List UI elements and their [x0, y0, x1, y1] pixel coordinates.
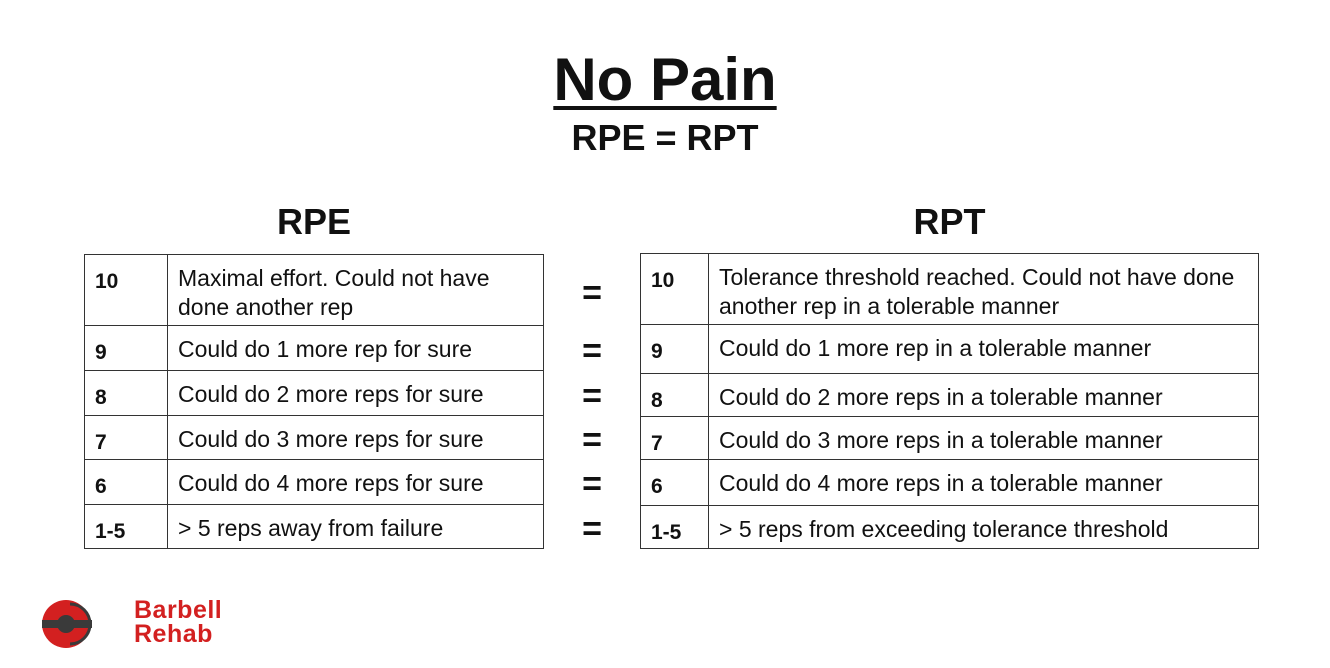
rpt-description: Could do 3 more reps in a tolerable mann…	[708, 416, 1259, 460]
table-row: 6 Could do 4 more reps in a tolerable ma…	[640, 459, 1259, 506]
rpt-level: 6	[640, 459, 709, 506]
rpt-level: 9	[640, 324, 709, 374]
rpt-description: Tolerance threshold reached. Could not h…	[708, 253, 1259, 325]
rpe-level: 10	[84, 254, 168, 326]
equals-sign: =	[582, 377, 602, 415]
rpe-description: > 5 reps away from failure	[167, 504, 544, 549]
rpe-description: Maximal effort. Could not have done anot…	[167, 254, 544, 326]
rpe-description: Could do 3 more reps for sure	[167, 415, 544, 460]
table-row: 1-5 > 5 reps away from failure	[84, 504, 544, 549]
table-row: 8 Could do 2 more reps for sure	[84, 370, 544, 416]
table-row: 10 Tolerance threshold reached. Could no…	[640, 253, 1259, 325]
table-row: 9 Could do 1 more rep in a tolerable man…	[640, 324, 1259, 374]
rpt-description: > 5 reps from exceeding tolerance thresh…	[708, 505, 1259, 549]
rpt-description: Could do 2 more reps in a tolerable mann…	[708, 373, 1259, 417]
rpe-table: 10 Maximal effort. Could not have done a…	[84, 254, 544, 549]
equals-sign: =	[582, 274, 602, 312]
rpt-level: 8	[640, 373, 709, 417]
equals-sign: =	[582, 510, 602, 548]
rpe-description: Could do 4 more reps for sure	[167, 459, 544, 505]
rpt-description: Could do 1 more rep in a tolerable manne…	[708, 324, 1259, 374]
rpe-level: 9	[84, 325, 168, 371]
barbell-plate-icon	[42, 600, 92, 648]
barbell-rehab-logo: Barbell Rehab	[40, 598, 230, 650]
rpe-level: 6	[84, 459, 168, 505]
logo-line-2: Rehab	[134, 620, 213, 648]
equals-sign: =	[582, 421, 602, 459]
rpt-heading: RPT	[913, 201, 986, 242]
page-subtitle: RPE = RPT	[571, 117, 759, 158]
rpe-level: 8	[84, 370, 168, 416]
rpe-level: 1-5	[84, 504, 168, 549]
table-row: 7 Could do 3 more reps for sure	[84, 415, 544, 460]
rpe-level: 7	[84, 415, 168, 460]
rpt-level: 7	[640, 416, 709, 460]
rpt-table: 10 Tolerance threshold reached. Could no…	[640, 253, 1259, 549]
logo-line-1: Barbell	[134, 596, 223, 624]
equals-sign: =	[582, 465, 602, 503]
page-title: No Pain	[553, 46, 777, 113]
table-row: 1-5 > 5 reps from exceeding tolerance th…	[640, 505, 1259, 549]
table-row: 7 Could do 3 more reps in a tolerable ma…	[640, 416, 1259, 460]
logo-wordmark: Barbell Rehab	[134, 596, 223, 648]
table-row: 10 Maximal effort. Could not have done a…	[84, 254, 544, 326]
rpt-level: 10	[640, 253, 709, 325]
rpe-description: Could do 1 more rep for sure	[167, 325, 544, 371]
rpt-level: 1-5	[640, 505, 709, 549]
equals-sign: =	[582, 332, 602, 370]
rpt-description: Could do 4 more reps in a tolerable mann…	[708, 459, 1259, 506]
table-row: 6 Could do 4 more reps for sure	[84, 459, 544, 505]
rpe-heading: RPE	[276, 201, 352, 242]
table-row: 8 Could do 2 more reps in a tolerable ma…	[640, 373, 1259, 417]
rpe-description: Could do 2 more reps for sure	[167, 370, 544, 416]
table-row: 9 Could do 1 more rep for sure	[84, 325, 544, 371]
